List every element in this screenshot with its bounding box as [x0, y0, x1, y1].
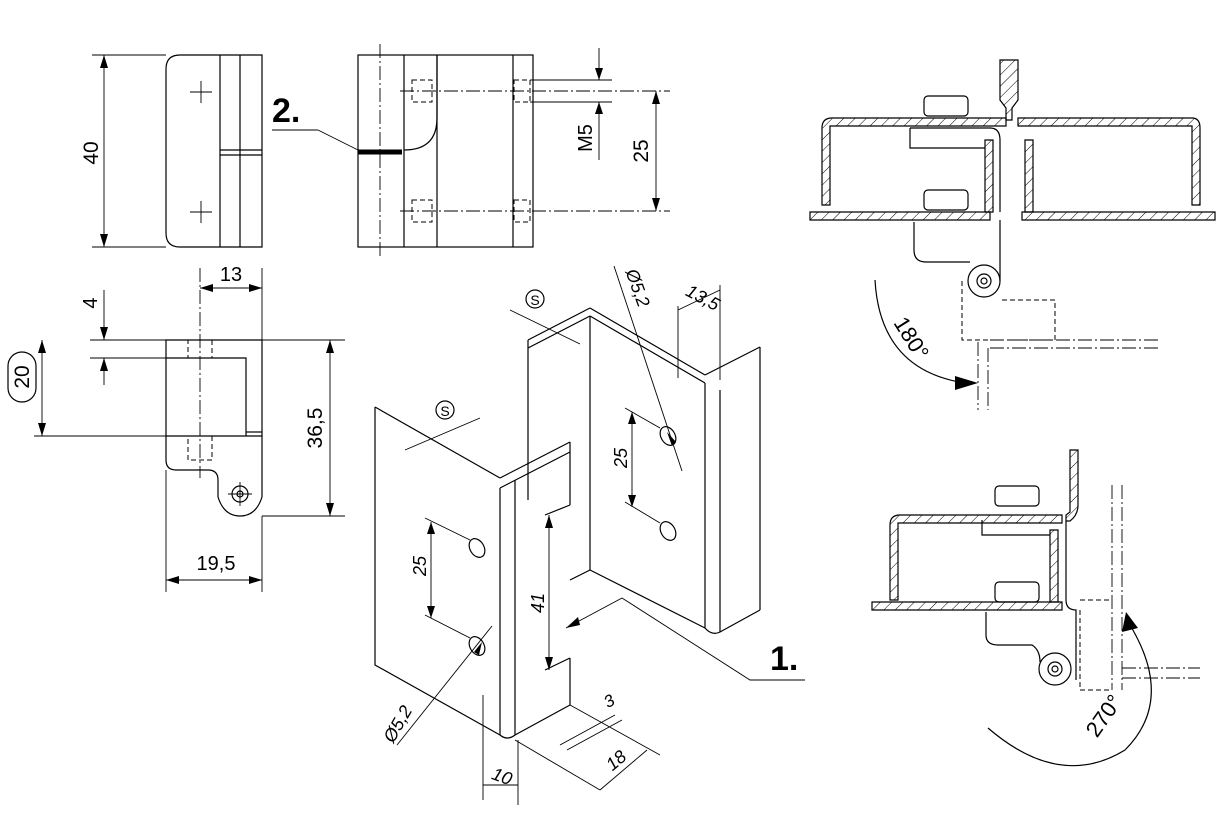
iso-depth-13-5: 13,5 [683, 281, 724, 316]
angle-180: 180° [889, 312, 934, 364]
callout-2: 2. [272, 92, 300, 130]
angle-270: 270° [1081, 690, 1128, 742]
thickness-symbol-left: S [440, 403, 449, 419]
thickness-symbol-right: S [530, 292, 539, 308]
section-270: 270° [871, 449, 1200, 767]
top-width-19-5: 19,5 [197, 553, 236, 575]
top-width-13: 13 [220, 264, 242, 286]
iso-width-18: 18 [602, 746, 630, 774]
top-height-36-5: 36,5 [304, 408, 327, 449]
thread-dim: M5 [575, 124, 597, 152]
iso-left-hole-dia: Ø5,2 [379, 702, 416, 747]
section-180: 180° [809, 59, 1216, 410]
top-offset-4: 4 [80, 297, 102, 308]
isometric-view: 25 25 Ø5,2 Ø5,2 13,5 S S 41 [374, 265, 805, 805]
hole-mark [190, 81, 212, 103]
side-view: M5 25 2. [272, 44, 670, 256]
front-height-dim: 40 [80, 141, 103, 164]
top-view: 13 4 20 36,5 19,5 [7, 264, 345, 592]
front-view: 40 [80, 54, 263, 248]
iso-gap-3: 3 [600, 690, 618, 711]
callout-1: 1. [770, 640, 798, 678]
iso-left-spacing: 25 [410, 555, 430, 577]
top-boxed-20: 20 [11, 365, 34, 388]
hole-mark [190, 201, 212, 223]
iso-slot-41: 41 [528, 593, 548, 613]
side-spacing-dim: 25 [630, 139, 653, 162]
iso-right-spacing: 25 [611, 447, 631, 469]
